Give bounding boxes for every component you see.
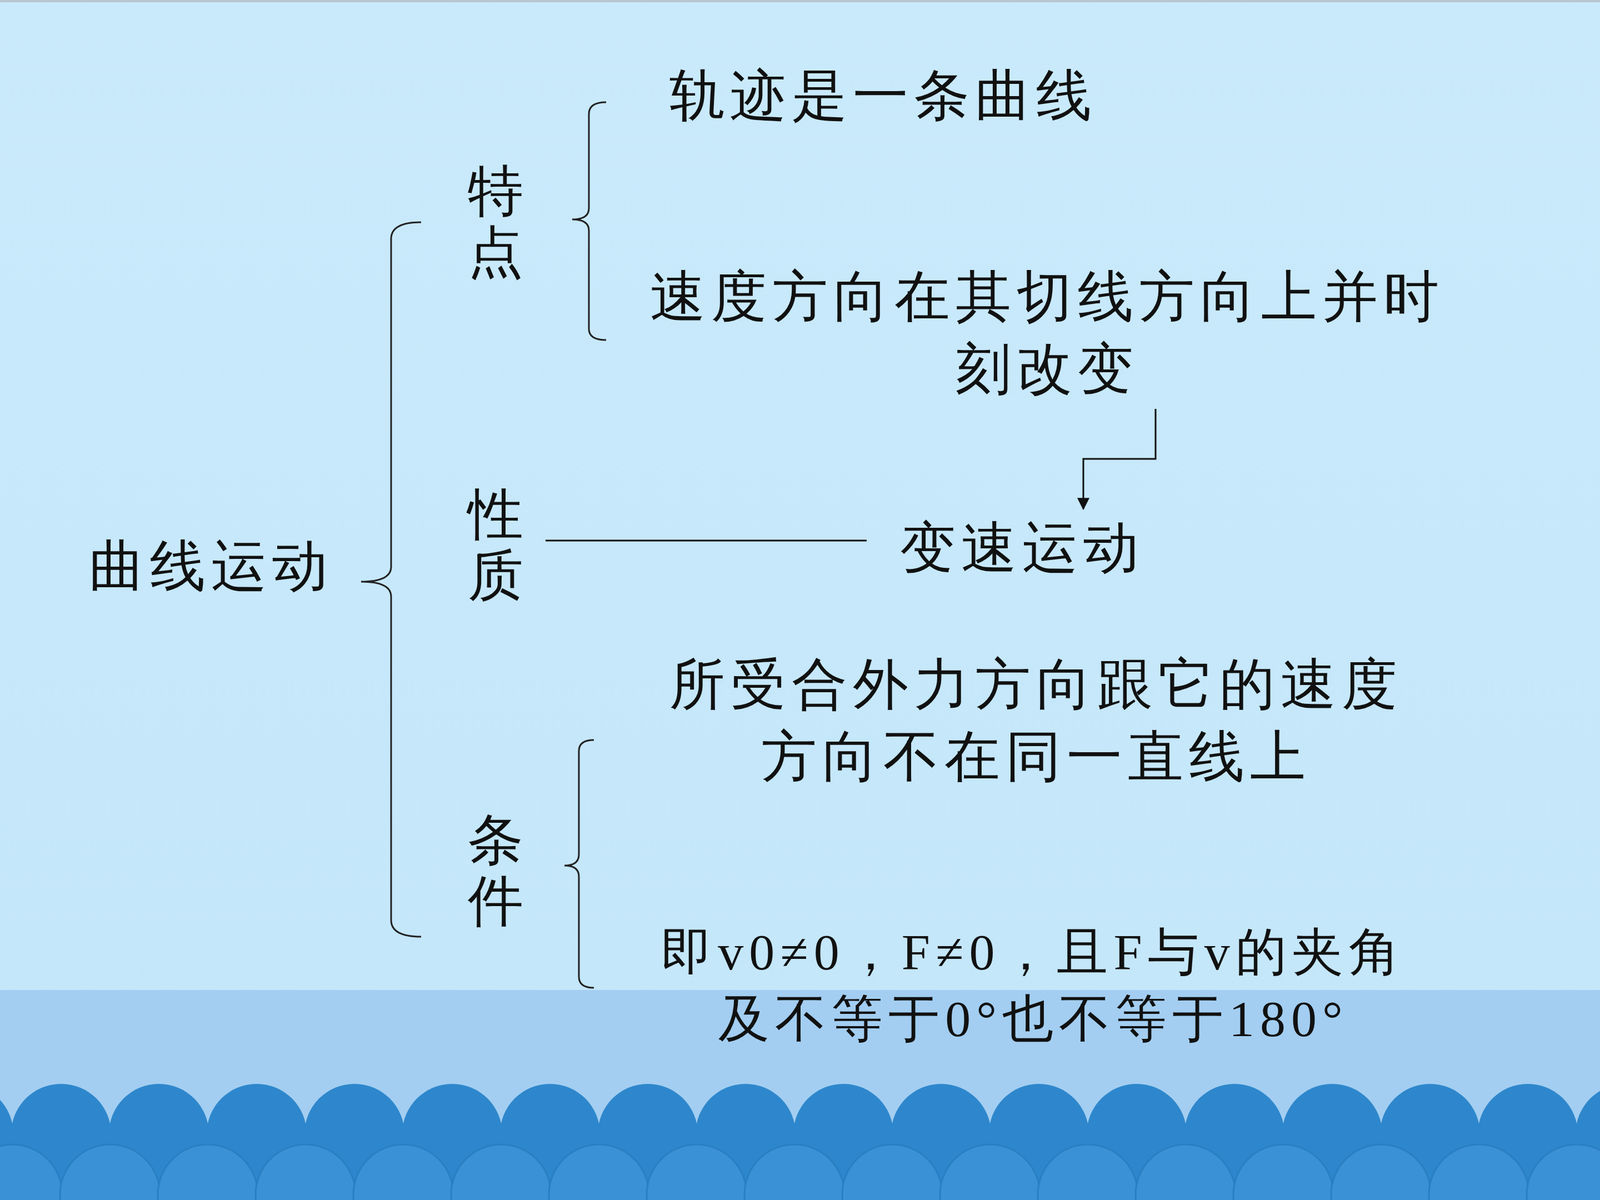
topic-label: 曲线运动: [88, 530, 334, 603]
wave: [60, 1144, 160, 1200]
feature-bracket: [572, 102, 607, 340]
feature-text: 速度方向在其切线方向上并时刻改变: [633, 261, 1462, 406]
wave: [744, 1144, 845, 1200]
brackets: [361, 102, 607, 988]
wave: [255, 1144, 356, 1200]
category-label: 性质: [467, 484, 524, 607]
wave-pattern: [0, 1083, 1600, 1200]
feature-text: 轨迹是一条曲线: [669, 60, 1098, 133]
wave: [1428, 1144, 1529, 1200]
condition-text: 所受合外力方向跟它的速度方向不在同一直线上: [658, 648, 1414, 794]
wave: [1135, 1144, 1236, 1200]
category-label: 条件: [467, 810, 524, 933]
feature-text: 轨迹是一条曲线: [669, 60, 1098, 133]
wave: [842, 1144, 943, 1200]
wave: [646, 1144, 747, 1200]
wave: [1233, 1144, 1334, 1200]
connector-line: [545, 540, 867, 542]
wave: [1331, 1144, 1432, 1200]
condition-text: 即v0≠0，F≠0，且F与v的夹角及不等于0°也不等于180°: [644, 919, 1423, 1053]
wave: [0, 1144, 63, 1200]
category-label: 性质: [467, 484, 524, 607]
wave: [353, 1144, 454, 1200]
wave: [1526, 1144, 1600, 1200]
condition-text: 即v0≠0，F≠0，且F与v的夹角及不等于0°也不等于180°: [644, 919, 1423, 1053]
category-label: 特点: [467, 161, 524, 284]
property-text: 变速运动: [900, 512, 1145, 585]
top-edge: [0, 0, 1600, 3]
wave: [1037, 1144, 1138, 1200]
property-text: 变速运动: [900, 512, 1145, 585]
connector-arrow: [1083, 408, 1156, 509]
category-label: 特点: [467, 161, 524, 284]
feature-text: 速度方向在其切线方向上并时刻改变: [633, 261, 1462, 406]
wave: [940, 1144, 1040, 1200]
wave: [548, 1144, 649, 1200]
wave: [451, 1144, 552, 1200]
topic-label: 曲线运动: [88, 530, 334, 603]
main-bracket: [361, 222, 422, 937]
category-label: 条件: [467, 810, 524, 933]
condition-text: 所受合外力方向跟它的速度方向不在同一直线上: [658, 648, 1414, 794]
wave: [157, 1144, 258, 1200]
condition-bracket: [564, 740, 594, 988]
